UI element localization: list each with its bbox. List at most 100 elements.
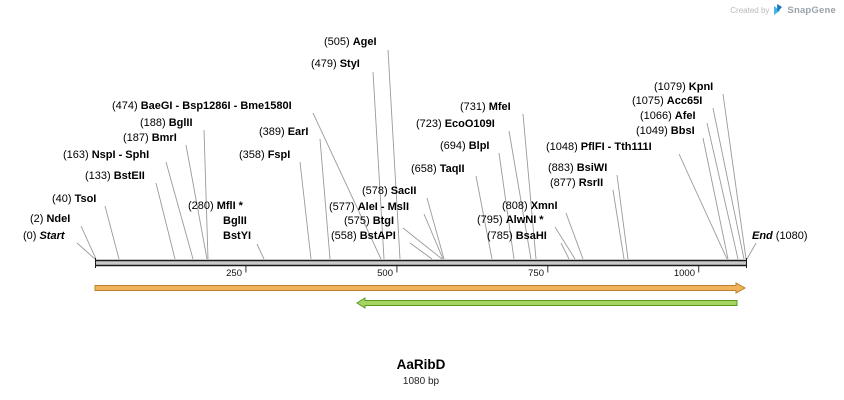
- site-position: (877): [550, 177, 576, 189]
- site-name: Acc65I: [666, 95, 703, 107]
- site-name: XmnI: [530, 200, 558, 212]
- site-name: PflFI - Tth111I: [580, 141, 652, 153]
- site-position: (474): [112, 100, 138, 112]
- snapgene-logo-icon: [773, 4, 783, 16]
- site-label-acc65i[interactable]: (1075)Acc65I: [632, 95, 702, 108]
- site-position: (133): [85, 170, 111, 182]
- site-label-ecoo109i[interactable]: (723)EcoO109I: [416, 118, 495, 131]
- site-position: (40): [52, 193, 72, 205]
- site-position: (723): [416, 118, 442, 130]
- site-name: BstYI: [223, 230, 252, 242]
- site-label-mfei[interactable]: (731)MfeI: [460, 101, 511, 114]
- site-name: AleI - MslI: [357, 201, 410, 213]
- end-name: End: [752, 230, 773, 242]
- watermark: Created by SnapGene: [730, 4, 836, 16]
- site-label-baegi-group[interactable]: (474)BaeGI - Bsp1286I - Bme1580I: [112, 100, 292, 113]
- end-position: (1080): [775, 230, 808, 242]
- site-name: FspI: [267, 149, 291, 161]
- site-position: (578): [362, 185, 388, 197]
- site-name: StyI: [339, 58, 360, 70]
- site-name: BmrI: [151, 132, 177, 144]
- site-position: (2): [30, 213, 44, 225]
- start-name: Start: [39, 230, 65, 242]
- site-name: BglII: [223, 215, 247, 227]
- start-label: (0)Start: [23, 230, 65, 243]
- site-position: (389): [259, 126, 285, 138]
- site-position: (187): [123, 132, 149, 144]
- site-label-fspi[interactable]: (358)FspI: [239, 149, 290, 162]
- site-name: NspI - SphI: [91, 149, 150, 161]
- site-label-bglii-280[interactable]: BglII: [223, 215, 247, 228]
- site-position: (1075): [632, 95, 664, 107]
- site-label-bmri[interactable]: (187)BmrI: [123, 132, 177, 145]
- ruler-tick-label-250: 250: [226, 268, 242, 279]
- forward-feature-arrow[interactable]: [94, 282, 747, 294]
- site-position: (358): [239, 149, 265, 161]
- site-label-taqii[interactable]: (658)TaqII: [411, 163, 465, 176]
- site-label-btgi[interactable]: (575)BtgI: [344, 215, 394, 228]
- site-label-bsiwi[interactable]: (883)BsiWI: [548, 162, 607, 175]
- ruler-tick-label-1000: 1000: [673, 268, 695, 279]
- site-name: BbsI: [670, 125, 695, 137]
- site-name: KpnI: [688, 81, 714, 93]
- site-label-alei-msli[interactable]: (577)AleI - MslI: [329, 201, 409, 214]
- site-position: (558): [331, 230, 357, 242]
- site-label-agei[interactable]: (505)AgeI: [324, 36, 377, 49]
- site-label-blpi[interactable]: (694)BlpI: [440, 140, 489, 153]
- site-name: SacII: [390, 185, 417, 197]
- site-name: BsaHI: [515, 230, 547, 242]
- site-name: BstAPI: [359, 230, 396, 242]
- site-name: BtgI: [372, 215, 395, 227]
- site-label-bbsi[interactable]: (1049)BbsI: [636, 125, 695, 138]
- site-name: BsiWI: [576, 162, 608, 174]
- site-position: (808): [502, 200, 528, 212]
- site-name: RsrII: [578, 177, 604, 189]
- site-position: (1048): [546, 141, 578, 153]
- created-by-text: Created by: [730, 5, 770, 15]
- site-position: (785): [487, 230, 513, 242]
- reverse-feature-arrow[interactable]: [356, 297, 738, 309]
- map-title: AaRibD: [396, 357, 446, 372]
- site-label-tsoi[interactable]: (40)TsoI: [52, 193, 96, 206]
- site-position: (479): [311, 58, 337, 70]
- site-label-bglii-188[interactable]: (188)BglII: [140, 117, 193, 130]
- site-name: MflI *: [216, 200, 243, 212]
- site-name: BglII: [168, 117, 193, 129]
- site-name: EcoO109I: [444, 118, 495, 130]
- site-name: NdeI: [46, 213, 71, 225]
- site-position: (1066): [640, 110, 672, 122]
- leader-lines: [76, 49, 757, 260]
- site-name: TsoI: [74, 193, 97, 205]
- site-name: AlwNI *: [505, 214, 544, 226]
- site-name: MfeI: [488, 101, 511, 113]
- site-position: (795): [477, 214, 503, 226]
- site-position: (575): [344, 215, 370, 227]
- site-label-alwni[interactable]: (795)AlwNI *: [477, 214, 544, 227]
- site-position: (577): [329, 201, 355, 213]
- end-label: End(1080): [752, 230, 808, 243]
- site-name: BaeGI - Bsp1286I - Bme1580I: [140, 100, 292, 112]
- site-label-afei[interactable]: (1066)AfeI: [640, 110, 696, 123]
- site-label-kpni[interactable]: (1079)KpnI: [654, 81, 713, 94]
- site-label-nspi-sphi[interactable]: (163)NspI - SphI: [63, 149, 149, 162]
- site-label-mfli[interactable]: (280)MflI *: [188, 200, 243, 213]
- site-position: (188): [140, 117, 166, 129]
- site-label-bstapi[interactable]: (558)BstAPI: [331, 230, 396, 243]
- site-label-ndei[interactable]: (2)NdeI: [30, 213, 70, 226]
- sequence-line: [95, 258, 747, 268]
- site-label-rsrii[interactable]: (877)RsrII: [550, 177, 603, 190]
- site-position: (280): [188, 200, 214, 212]
- site-label-styi[interactable]: (479)StyI: [311, 58, 360, 71]
- site-label-bsteii[interactable]: (133)BstEII: [85, 170, 145, 183]
- site-label-eari[interactable]: (389)EarI: [259, 126, 308, 139]
- site-position: (1079): [654, 81, 686, 93]
- site-label-pflfi-tth111i[interactable]: (1048)PflFI - Tth111I: [546, 141, 652, 154]
- site-label-bstyi[interactable]: BstYI: [223, 230, 251, 243]
- site-label-bsahi[interactable]: (785)BsaHI: [487, 230, 547, 243]
- site-position: (163): [63, 149, 89, 161]
- site-label-sacii[interactable]: (578)SacII: [362, 185, 416, 198]
- site-position: (1049): [636, 125, 668, 137]
- site-label-xmni[interactable]: (808)XmnI: [502, 200, 558, 213]
- site-position: (883): [548, 162, 574, 174]
